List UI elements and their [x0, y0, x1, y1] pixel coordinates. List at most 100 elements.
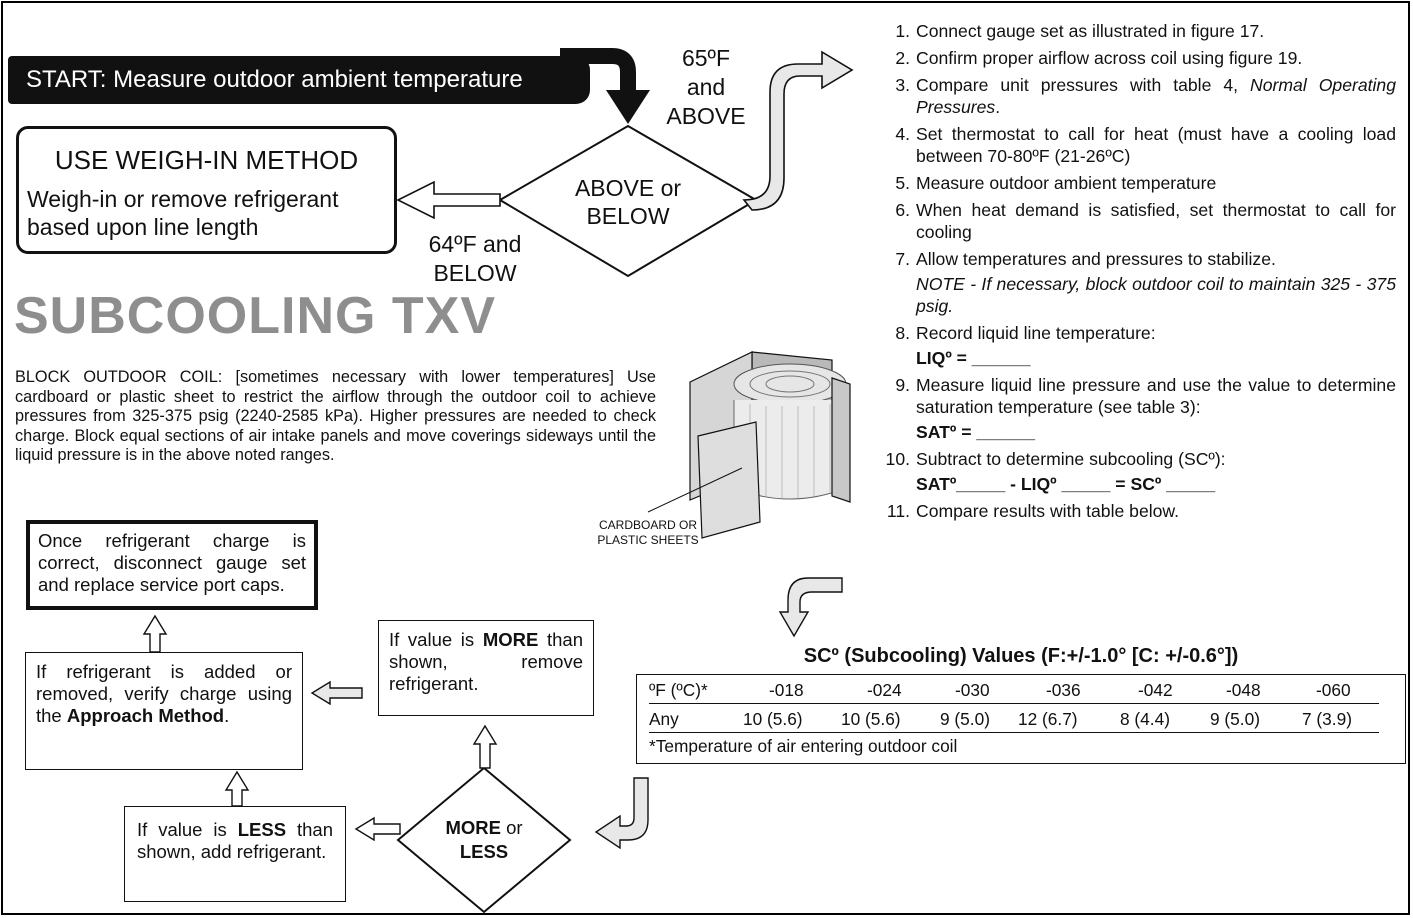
sc-data-cell: 10 (5.6): [841, 709, 901, 729]
step-item: 6.When heat demand is satisfied, set the…: [878, 199, 1396, 243]
decision-diamond-more-less: [396, 766, 572, 914]
weigh-in-text-line: Weigh-in or remove refrigerant: [27, 186, 339, 212]
step-number: 11.: [886, 501, 910, 521]
below-label-line: BELOW: [433, 260, 517, 286]
sc-header-cell: -060: [1316, 680, 1351, 700]
sc-header-cell: -030: [955, 680, 990, 700]
block-coil-paragraph: BLOCK OUTDOOR COIL: [sometimes necessary…: [15, 368, 656, 464]
step-number: 5.: [895, 173, 910, 193]
sc-data-cell: 10 (5.6): [743, 709, 803, 729]
step-number: 1.: [895, 21, 910, 41]
step-number: 7.: [895, 249, 910, 269]
start-box: START: Measure outdoor ambient temperatu…: [8, 56, 590, 104]
step-item: 4. Set thermostat to call for heat (must …: [878, 123, 1396, 167]
charge-added-box: If refrigerant is added or removed, veri…: [25, 652, 303, 770]
step-text: When heat demand is satisfied, set therm…: [916, 200, 1396, 242]
step-text: Measure outdoor ambient temperature: [916, 173, 1217, 193]
start-connector: [560, 48, 636, 92]
decision2-label: MORE or LESS: [424, 816, 544, 864]
below-label-line: 64ºF and: [428, 231, 522, 257]
sc-data-cell: 9 (5.0): [1210, 709, 1260, 729]
sc-header-cell: -024: [867, 680, 902, 700]
sc-data-cell: 12 (6.7): [1018, 709, 1078, 729]
up-arrow-more: [472, 724, 498, 769]
step-number: 8.: [895, 323, 910, 343]
left-arrow-less: [354, 816, 401, 842]
less-box-bold: LESS: [237, 819, 287, 840]
step-number: 9.: [895, 375, 910, 395]
step-number: 10.: [885, 449, 910, 469]
charge-added-tail: .: [224, 705, 230, 726]
step-item: 5. Measure outdoor ambient temperature: [878, 172, 1396, 194]
sc-data-cell: Any: [649, 709, 679, 729]
decision2-line: MORE or: [424, 816, 544, 840]
sc-header-cell: -036: [1046, 680, 1081, 700]
step-text-italic: Normal Operating Pressures: [916, 75, 1397, 117]
less-box-post: than shown, add refrigerant.: [137, 819, 334, 862]
decision2-line: LESS: [424, 840, 544, 864]
step-item: 2. Confirm proper airflow across coil usi…: [878, 47, 1396, 69]
step-item: 11. Compare results with table below.: [878, 500, 1396, 522]
less-value-box: If value is LESS than shown, add refrige…: [124, 806, 346, 902]
up-arrow-added-to-final: [142, 614, 168, 653]
sc-data-cell: 8 (4.4): [1120, 709, 1170, 729]
sc-data-cell: 9 (5.0): [940, 709, 990, 729]
up-arrow-less-to-added: [224, 770, 250, 807]
step-formula: SATº_____ - LIQº _____ = SCº _____: [916, 474, 1216, 494]
decision2-more: MORE: [445, 817, 501, 838]
step-text: Set thermostat to call for heat (must ha…: [916, 124, 1396, 166]
step-item: 3. Compare unit pressures with table 4, N…: [878, 74, 1396, 118]
step-text: Record liquid line temperature:: [916, 323, 1156, 343]
more-box-pre: If value is: [389, 629, 475, 650]
sc-header-cell: -042: [1138, 680, 1173, 700]
step-number: 4.: [895, 124, 910, 144]
sc-table-footnote: *Temperature of air entering outdoor coi…: [649, 736, 958, 756]
sc-table-data-row: Any 10 (5.6) 10 (5.6) 9 (5.0) 12 (6.7) 8…: [649, 706, 1379, 733]
decision1-line: BELOW: [586, 203, 670, 229]
above-curved-arrow: [742, 50, 854, 211]
image-caption-line: CARDBOARD OR: [598, 518, 697, 532]
more-box-post: than shown, remove refrigerant.: [389, 629, 583, 694]
charge-added-text: If refrigerant is added or removed, veri…: [36, 661, 292, 726]
weigh-in-title: USE WEIGH-IN METHOD: [54, 145, 359, 175]
step-formula: SATº = ______: [916, 422, 1036, 442]
above-label: 65ºF and ABOVE: [660, 44, 752, 131]
less-box-pre: If value is: [137, 819, 227, 840]
image-caption-line: PLASTIC SHEETS: [597, 533, 699, 547]
step-text-tail: .: [995, 97, 1001, 117]
decision2-less: LESS: [459, 841, 509, 862]
sc-data-cell: 7 (3.9): [1302, 709, 1352, 729]
step-item: 1. Connect gauge set as illustrated in fi…: [878, 20, 1396, 42]
section-title: SUBCOOLING TXV: [14, 287, 497, 345]
above-label-line: ABOVE: [666, 103, 746, 129]
decision-diamond-above-below: [498, 124, 758, 278]
step-item: 9.Measure liquid line pressure and use t…: [878, 374, 1396, 443]
step-note: NOTE - If necessary, block outdoor coil …: [916, 274, 1396, 316]
step-text: Compare results with table below.: [916, 501, 1180, 521]
step-text-main: Compare unit pressures with table 4,: [916, 75, 1239, 95]
weigh-in-box: USE WEIGH-IN METHOD Weigh-in or remove r…: [16, 126, 397, 254]
step-item: 8. Record liquid line temperature: LIQº = …: [878, 322, 1396, 369]
to-decision2-curved-arrow: [594, 777, 649, 850]
decision1-label: ABOVE or BELOW: [548, 174, 708, 230]
left-arrow-more-to-added: [310, 680, 363, 706]
weigh-in-arrow: [396, 180, 501, 220]
sc-table-header-row: ºF (ºC)* -018 -024 -030 -036 -042 -048 -…: [649, 677, 1379, 704]
step-text: Connect gauge set as illustrated in figu…: [916, 21, 1265, 41]
start-arrow-head: [606, 90, 650, 124]
step-text: Allow temperatures and pressures to stab…: [916, 249, 1276, 269]
below-label: 64ºF and BELOW: [412, 230, 538, 288]
to-table-curved-arrow: [778, 577, 843, 638]
step-number: 3.: [895, 75, 910, 95]
procedure-steps: 1. Connect gauge set as illustrated in fi…: [878, 20, 1396, 527]
more-box-bold: MORE: [482, 629, 539, 650]
step-text: Confirm proper airflow across coil using…: [916, 48, 1303, 68]
step-text: Compare unit pressures with table 4, Nor…: [916, 74, 1396, 118]
weigh-in-text: Weigh-in or remove refrigerant based upo…: [27, 185, 338, 241]
step-formula: LIQº = ______: [916, 348, 1031, 368]
condensing-unit-illustration: [647, 351, 851, 539]
step-number: 2.: [895, 48, 910, 68]
step-item: 7. Allow temperatures and pressures to st…: [878, 248, 1396, 317]
